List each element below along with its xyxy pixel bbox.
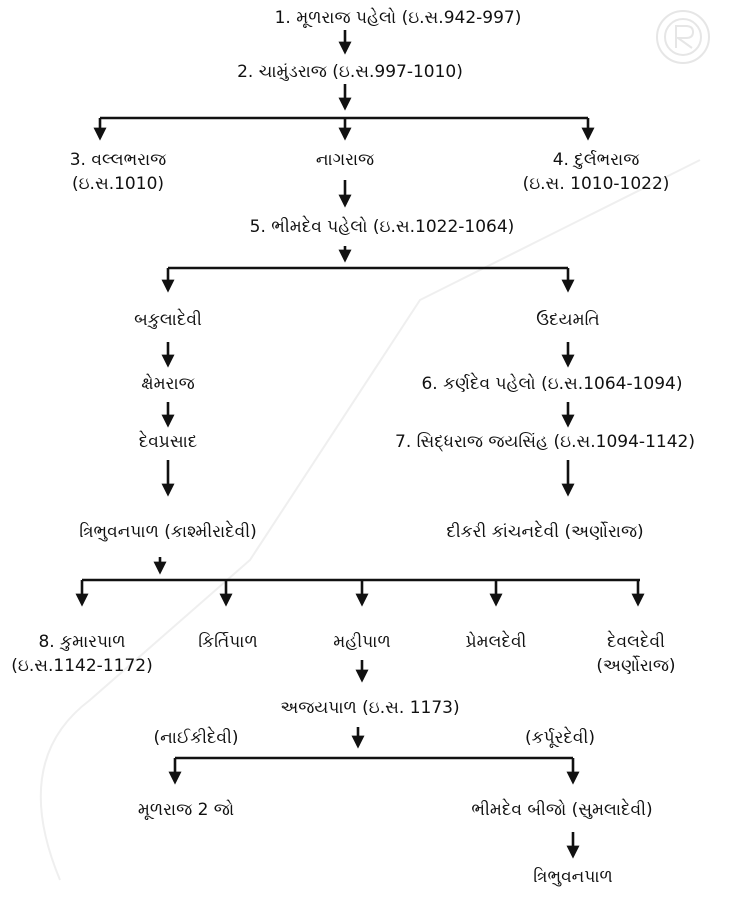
node-name: મહીપાળ <box>333 632 391 652</box>
node-name: દેવપ્રસાદ <box>138 432 198 452</box>
node-mularaj-1: 1. મૂળરાજ પહેલો (ઇ.સ.942-997) <box>275 6 522 30</box>
watermark-stroke <box>39 159 701 881</box>
node-karpurdevi: (કર્પૂરદેવી) <box>525 726 595 750</box>
node-years: (ઇ.સ.1142-1172) <box>11 656 153 676</box>
node-name: 2. ચામુંડરાજ (ઇ.સ.997-1010) <box>237 62 463 82</box>
node-vallabharaj: 3. વલ્લભરાજ (ઇ.સ.1010) <box>70 148 167 196</box>
node-name: 7. સિદ્ધરાજ જયસિંહ (ઇ.સ.1094-1142) <box>395 432 695 452</box>
node-name: પ્રેમલદેવી <box>465 632 527 652</box>
node-devprasad: દેવપ્રસાદ <box>139 430 198 454</box>
node-name: 8. કુમારપાળ <box>38 632 126 652</box>
node-years: (અર્ણોરાજ) <box>596 656 676 676</box>
node-name: ભીમદેવ બીજો (સુમલાદેવી) <box>471 800 653 820</box>
connector-lines <box>75 30 645 859</box>
node-mahipal: મહીપાળ <box>333 630 390 654</box>
registered-trademark-icon <box>656 10 710 64</box>
node-nagaraj: નાગરાજ <box>316 148 374 172</box>
node-kanchandevi: દીકરી કાંચનદેવી (અર્ણોરાજ) <box>446 520 643 544</box>
node-ajaypal: અજયપાળ (ઇ.સ. 1173) <box>280 696 459 720</box>
node-durlabharaj: 4. દુર્લભરાજ (ઇ.સ. 1010-1022) <box>523 148 670 196</box>
node-tribhuvanpal-2: ત્રિભુવનપાળ <box>533 865 613 889</box>
node-years: (ઇ.સ. 1010-1022) <box>522 174 670 194</box>
node-kirtipal: કિર્તિપાળ <box>198 630 257 654</box>
node-years: (ઇ.સ.1010) <box>71 174 165 194</box>
node-naikidevi: (નાઈકીદેવી) <box>153 726 238 750</box>
node-tribhuvanpal: ત્રિભુવનપાળ (કાશ્મીરાદેવી) <box>79 520 257 544</box>
node-name: કિર્તિપાળ <box>198 632 258 652</box>
node-bhimdev-1: 5. ભીમદેવ પહેલો (ઇ.સ.1022-1064) <box>250 215 515 239</box>
node-name: 3. વલ્લભરાજ <box>69 150 167 170</box>
spouse-label: (કર્પૂરદેવી) <box>524 728 596 748</box>
node-name: દીકરી કાંચનદેવી (અર્ણોરાજ) <box>446 522 644 542</box>
node-name: 1. મૂળરાજ પહેલો (ઇ.સ.942-997) <box>274 8 522 28</box>
node-premaldevi: પ્રેમલદેવી <box>466 630 527 654</box>
node-name: ઉદયમતિ <box>536 310 600 330</box>
node-name: અજયપાળ (ઇ.સ. 1173) <box>280 698 460 718</box>
node-name: નાગરાજ <box>315 150 375 170</box>
node-name: ત્રિભુવનપાળ <box>533 867 613 887</box>
node-chamundaraj: 2. ચામુંડરાજ (ઇ.સ.997-1010) <box>237 60 463 84</box>
node-kumarpal: 8. કુમારપાળ (ઇ.સ.1142-1172) <box>11 630 152 678</box>
node-name: બકુલાદેવી <box>134 310 202 330</box>
node-udayamati: ઉદયમતિ <box>536 308 599 332</box>
node-name: 4. દુર્લભરાજ <box>552 150 640 170</box>
node-bhimdev-2: ભીમદેવ બીજો (સુમલાદેવી) <box>471 798 652 822</box>
node-name: દેવલદેવી <box>607 632 665 652</box>
spouse-label: (નાઈકીદેવી) <box>153 728 239 748</box>
node-siddharaj: 7. સિદ્ધરાજ જયસિંહ (ઇ.સ.1094-1142) <box>395 430 695 454</box>
node-name: ક્ષેમરાજ <box>141 374 195 394</box>
node-name: મૂળરાજ 2 જો <box>137 800 235 820</box>
node-kshemaraj: ક્ષેમરાજ <box>141 372 194 396</box>
node-name: ત્રિભુવનપાળ (કાશ્મીરાદેવી) <box>79 522 257 542</box>
node-name: 5. ભીમદેવ પહેલો (ઇ.સ.1022-1064) <box>249 217 515 237</box>
node-mularaj-2: મૂળરાજ 2 જો <box>138 798 234 822</box>
node-karnadev: 6. કર્ણદેવ પહેલો (ઇ.સ.1064-1094) <box>421 372 682 396</box>
node-name: 6. કર્ણદેવ પહેલો (ઇ.સ.1064-1094) <box>421 374 683 394</box>
node-devaldevi: દેવલદેવી (અર્ણોરાજ) <box>596 630 675 678</box>
node-bakuladevi: બકુલાદેવી <box>134 308 202 332</box>
